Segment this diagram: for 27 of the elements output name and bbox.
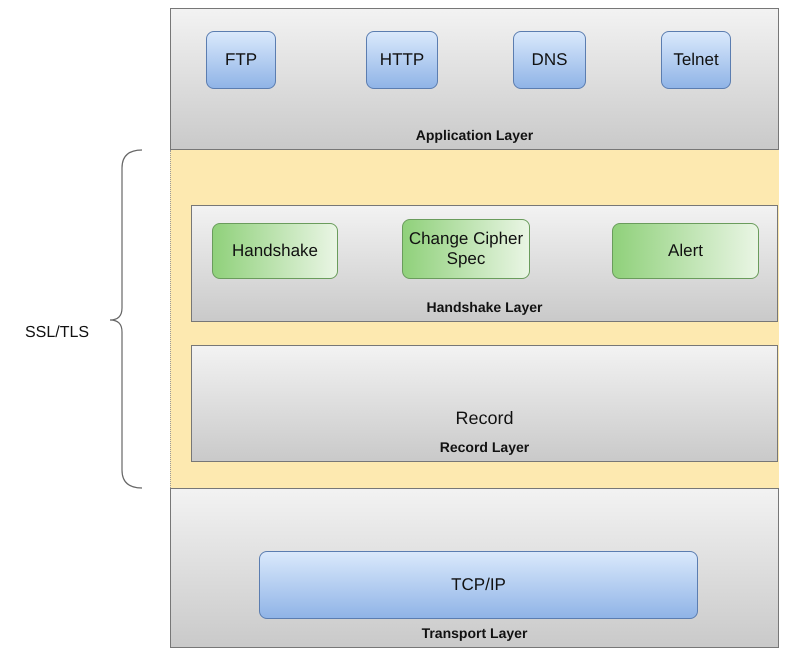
protocol-label: DNS <box>530 50 568 70</box>
protocol-label: Telnet <box>672 50 720 70</box>
protocol-box <box>259 551 698 619</box>
protocol-box <box>513 31 586 89</box>
layer-panel <box>170 488 779 648</box>
layer-panel <box>191 205 778 322</box>
layer-title: Record Layer <box>440 439 530 455</box>
protocol-label: Alert <box>667 240 704 262</box>
protocol-box <box>661 31 731 89</box>
group-label: SSL/TLS <box>25 324 90 342</box>
protocol-label: HTTP <box>378 50 426 70</box>
layer-panel <box>170 8 779 150</box>
protocol-label: Change Cipher Spec <box>408 228 524 270</box>
layer-panel <box>191 345 778 462</box>
protocol-box <box>212 223 338 279</box>
layer-title: Application Layer <box>416 127 534 143</box>
protocol-label: FTP <box>224 50 258 70</box>
protocol-label: Handshake <box>230 240 319 262</box>
protocol-label: TCP/IP <box>450 574 507 596</box>
protocol-box <box>366 31 438 89</box>
protocol-label: Record <box>455 408 514 430</box>
layer-title: Handshake Layer <box>426 299 542 315</box>
layer-band <box>170 150 779 488</box>
protocol-box <box>612 223 759 279</box>
protocol-box <box>402 219 530 279</box>
protocol-box <box>206 31 276 89</box>
layer-title: Transport Layer <box>422 625 528 641</box>
